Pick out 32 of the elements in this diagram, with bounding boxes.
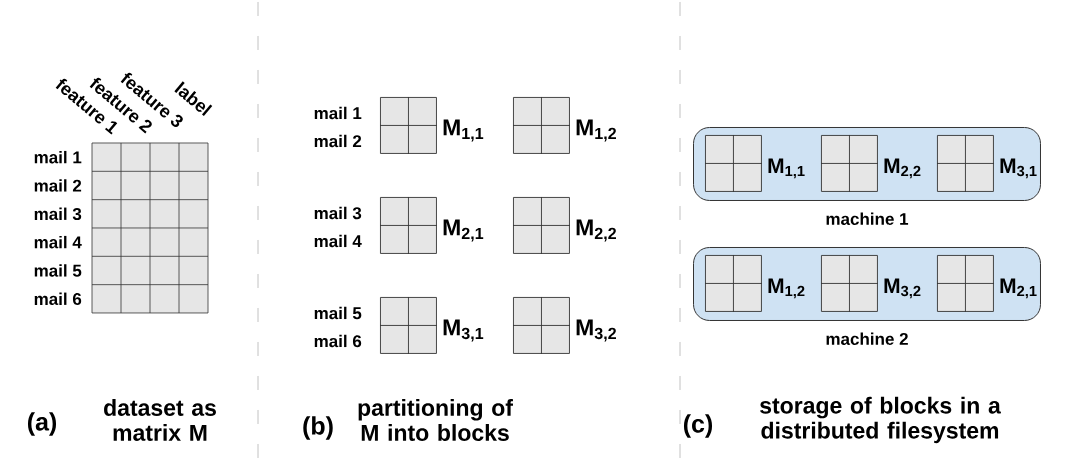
block-label: M$_{2,2}$ bbox=[576, 219, 616, 242]
panel-tag: (b) bbox=[303, 416, 333, 440]
panel-tag: (a) bbox=[27, 412, 57, 436]
block-label: M$_{3,2}$ bbox=[884, 278, 921, 299]
block-label: M$_{1,2}$ bbox=[768, 278, 805, 299]
row-label: mail 4 bbox=[314, 234, 362, 248]
panel-tag: (c) bbox=[683, 414, 712, 438]
row-label: mail 1 bbox=[314, 106, 362, 120]
block-label: M$_{1,2}$ bbox=[576, 119, 616, 142]
panel-caption: dataset as matrix M bbox=[104, 399, 216, 441]
panel-caption: partitioning of M into blocks bbox=[358, 399, 513, 441]
block-label: M$_{3,2}$ bbox=[576, 319, 616, 342]
row-label: mail 6 bbox=[34, 292, 82, 306]
row-label: mail 2 bbox=[314, 134, 362, 148]
row-label: mail 5 bbox=[314, 306, 362, 320]
block-label: M$_{2,1}$ bbox=[443, 219, 484, 242]
row-label: mail 5 bbox=[34, 264, 82, 277]
row-label: mail 3 bbox=[34, 207, 82, 221]
row-label: mail 6 bbox=[314, 334, 362, 348]
row-label: mail 4 bbox=[34, 235, 82, 249]
row-label: mail 1 bbox=[34, 150, 82, 164]
row-label: mail 3 bbox=[314, 206, 362, 220]
block-label: M$_{3,1}$ bbox=[443, 319, 484, 342]
row-label: mail 2 bbox=[34, 179, 82, 192]
block-label: M$_{2,2}$ bbox=[884, 158, 921, 179]
block-label: M$_{1,1}$ bbox=[768, 158, 805, 179]
panel-caption: storage of blocks in a distributed filesystem bbox=[760, 396, 1001, 444]
block-label: M$_{2,1}$ bbox=[1000, 278, 1037, 299]
machine-label: machine 1 bbox=[826, 212, 909, 225]
block-label: M$_{3,1}$ bbox=[1000, 158, 1037, 179]
block-label: M$_{1,1}$ bbox=[443, 119, 484, 142]
machine-label: machine 2 bbox=[826, 332, 908, 345]
